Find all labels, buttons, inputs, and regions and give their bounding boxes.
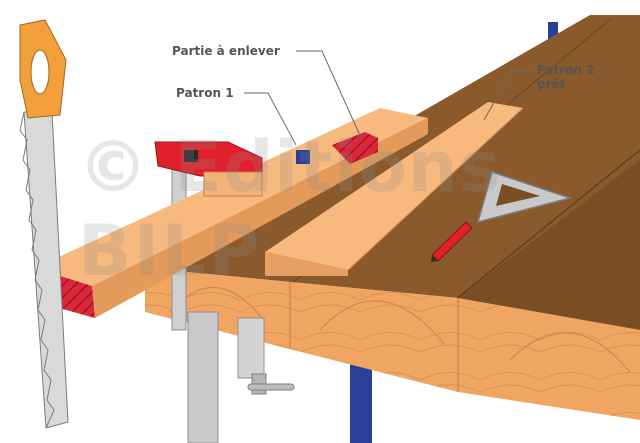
clamp-handle [247,383,295,391]
pencil-tip [431,255,438,262]
leader-patron1 [244,92,297,146]
set-square-hole [496,184,540,206]
growth-rings-3 [509,332,631,373]
patron-2-top [265,102,523,270]
patron-1-side [92,118,428,318]
label-patron-2-line2: prêt [537,77,566,91]
leader-patron2 [483,70,533,121]
red-clamp-bolt [184,150,198,162]
growth-rings-2 [319,300,446,346]
saw-teeth [19,111,55,429]
label-patron-2: Patron 2 prêt [537,63,595,91]
label-patron-1: Patron 1 [176,86,234,100]
cut-part-hatch [332,132,378,164]
saw-handle-hole [30,49,50,95]
patron-2-side [265,252,348,276]
clamp-post-left [187,311,219,443]
patron-1-top [35,108,428,286]
red-clamp-pad [203,171,263,197]
bench-top [145,15,640,312]
blue-clamp-jaw [296,150,310,164]
bench-front-grain [145,268,640,420]
watermark-line-2: BILP [78,210,262,292]
clamp-post-mid [237,317,265,379]
label-patron-2-line1: Patron 2 [537,63,595,77]
bench-seam [454,149,640,301]
patron-2-edge [347,107,524,271]
label-partie-a-enlever: Partie à enlever [172,44,280,58]
leader-partie [296,50,363,141]
watermark-line-1: © Editions [78,126,502,208]
bench-top-right-board [455,160,640,330]
